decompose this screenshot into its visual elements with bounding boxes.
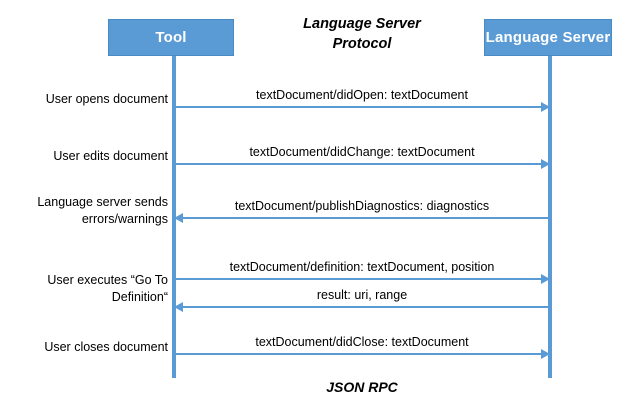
- lifeline-language-server: [548, 56, 552, 378]
- message-line: [174, 353, 550, 355]
- message-line: [174, 217, 550, 219]
- message-publish-diagnostics-label: textDocument/publishDiagnostics: diagnos…: [234, 199, 490, 213]
- note-text: User closes document: [44, 340, 168, 354]
- message-did-close-label: textDocument/didClose: textDocument: [255, 335, 469, 349]
- message-did-change-label: textDocument/didChange: textDocument: [249, 145, 475, 159]
- arrowhead-right-icon: [541, 274, 550, 284]
- arrowhead-right-icon: [541, 349, 550, 359]
- note-user-executes-go-to-definition: User executes “Go To Definition“: [0, 272, 168, 306]
- participant-tool-label: Tool: [155, 29, 187, 46]
- arrowhead-left-icon: [174, 302, 183, 312]
- note-text-line-1: Language server sends: [37, 195, 168, 209]
- arrowhead-right-icon: [541, 102, 550, 112]
- arrowhead-left-icon: [174, 213, 183, 223]
- message-line: [174, 278, 550, 280]
- message-result-label: result: uri, range: [316, 288, 408, 302]
- note-user-opens-document: User opens document: [0, 91, 168, 108]
- arrowhead-right-icon: [541, 159, 550, 169]
- note-text: User opens document: [45, 92, 168, 106]
- note-language-server-sends-errors: Language server sends errors/warnings: [0, 194, 168, 228]
- participant-tool[interactable]: Tool: [108, 19, 234, 56]
- diagram-title-line-2: Protocol: [332, 36, 392, 52]
- diagram-footer: JSON RPC: [326, 379, 398, 395]
- note-text: User edits document: [53, 149, 168, 163]
- diagram-title: Language Server Protocol: [262, 14, 462, 54]
- diagram-title-line-1: Language Server: [303, 16, 421, 32]
- participant-language-server-label: Language Server: [485, 29, 611, 46]
- message-definition-label: textDocument/definition: textDocument, p…: [229, 260, 495, 274]
- note-text-line-2: errors/warnings: [81, 212, 168, 226]
- note-text-line-1: User executes “Go To: [47, 273, 168, 287]
- message-line: [174, 163, 550, 165]
- participant-language-server[interactable]: Language Server: [484, 19, 612, 56]
- note-text-line-2: Definition“: [111, 290, 168, 304]
- message-line: [174, 306, 550, 308]
- message-did-open-label: textDocument/didOpen: textDocument: [256, 88, 468, 102]
- message-line: [174, 106, 550, 108]
- note-user-closes-document: User closes document: [0, 339, 168, 356]
- note-user-edits-document: User edits document: [0, 148, 168, 165]
